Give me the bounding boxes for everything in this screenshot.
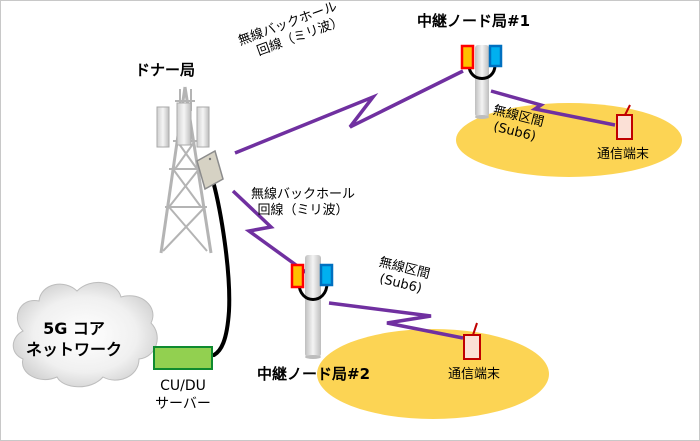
relay-node-1-label: 中継ノード局#1: [417, 12, 531, 30]
backhaul-2-label-line1: 無線バックホール: [251, 187, 356, 202]
donor-station-label: ドナー局: [135, 61, 196, 79]
core-network-label-line1: 5G コア: [43, 319, 105, 338]
cudu-server-label: CU/DU サーバー: [137, 377, 229, 413]
core-network-label-line2: ネットワーク: [25, 339, 122, 359]
relay-node-1-icon: [460, 44, 503, 119]
core-network-cloud: [12, 282, 158, 388]
access-link-2: [328, 301, 464, 340]
terminal-2-icon: [463, 322, 481, 360]
access-link-1: [490, 89, 616, 127]
terminal-1-icon: [616, 104, 633, 140]
backhaul-link-1: [234, 69, 464, 155]
mmwave-panel-icon: [196, 149, 224, 191]
core-network-label: 5G コア ネットワーク: [15, 319, 133, 361]
terminal-2-label: 通信端末: [448, 367, 501, 382]
cudu-server-box: [153, 346, 213, 370]
cudu-server-label-line1: CU/DU: [160, 378, 206, 394]
relay-node-2-icon: [290, 255, 334, 359]
backhaul-2-label-line2: 回線（ミリ波）: [257, 202, 349, 218]
cudu-server-label-line2: サーバー: [155, 396, 211, 413]
coverage-area-relay-2: [317, 329, 549, 419]
backhaul-2-label: 無線バックホール 回線（ミリ波）: [251, 187, 355, 218]
relay-node-2-label: 中継ノード局#2: [257, 365, 371, 383]
fiber-cable: [211, 179, 232, 357]
terminal-1-label: 通信端末: [597, 147, 650, 162]
donor-tower-icon: [156, 86, 213, 254]
backhaul-link-2: [231, 189, 309, 275]
